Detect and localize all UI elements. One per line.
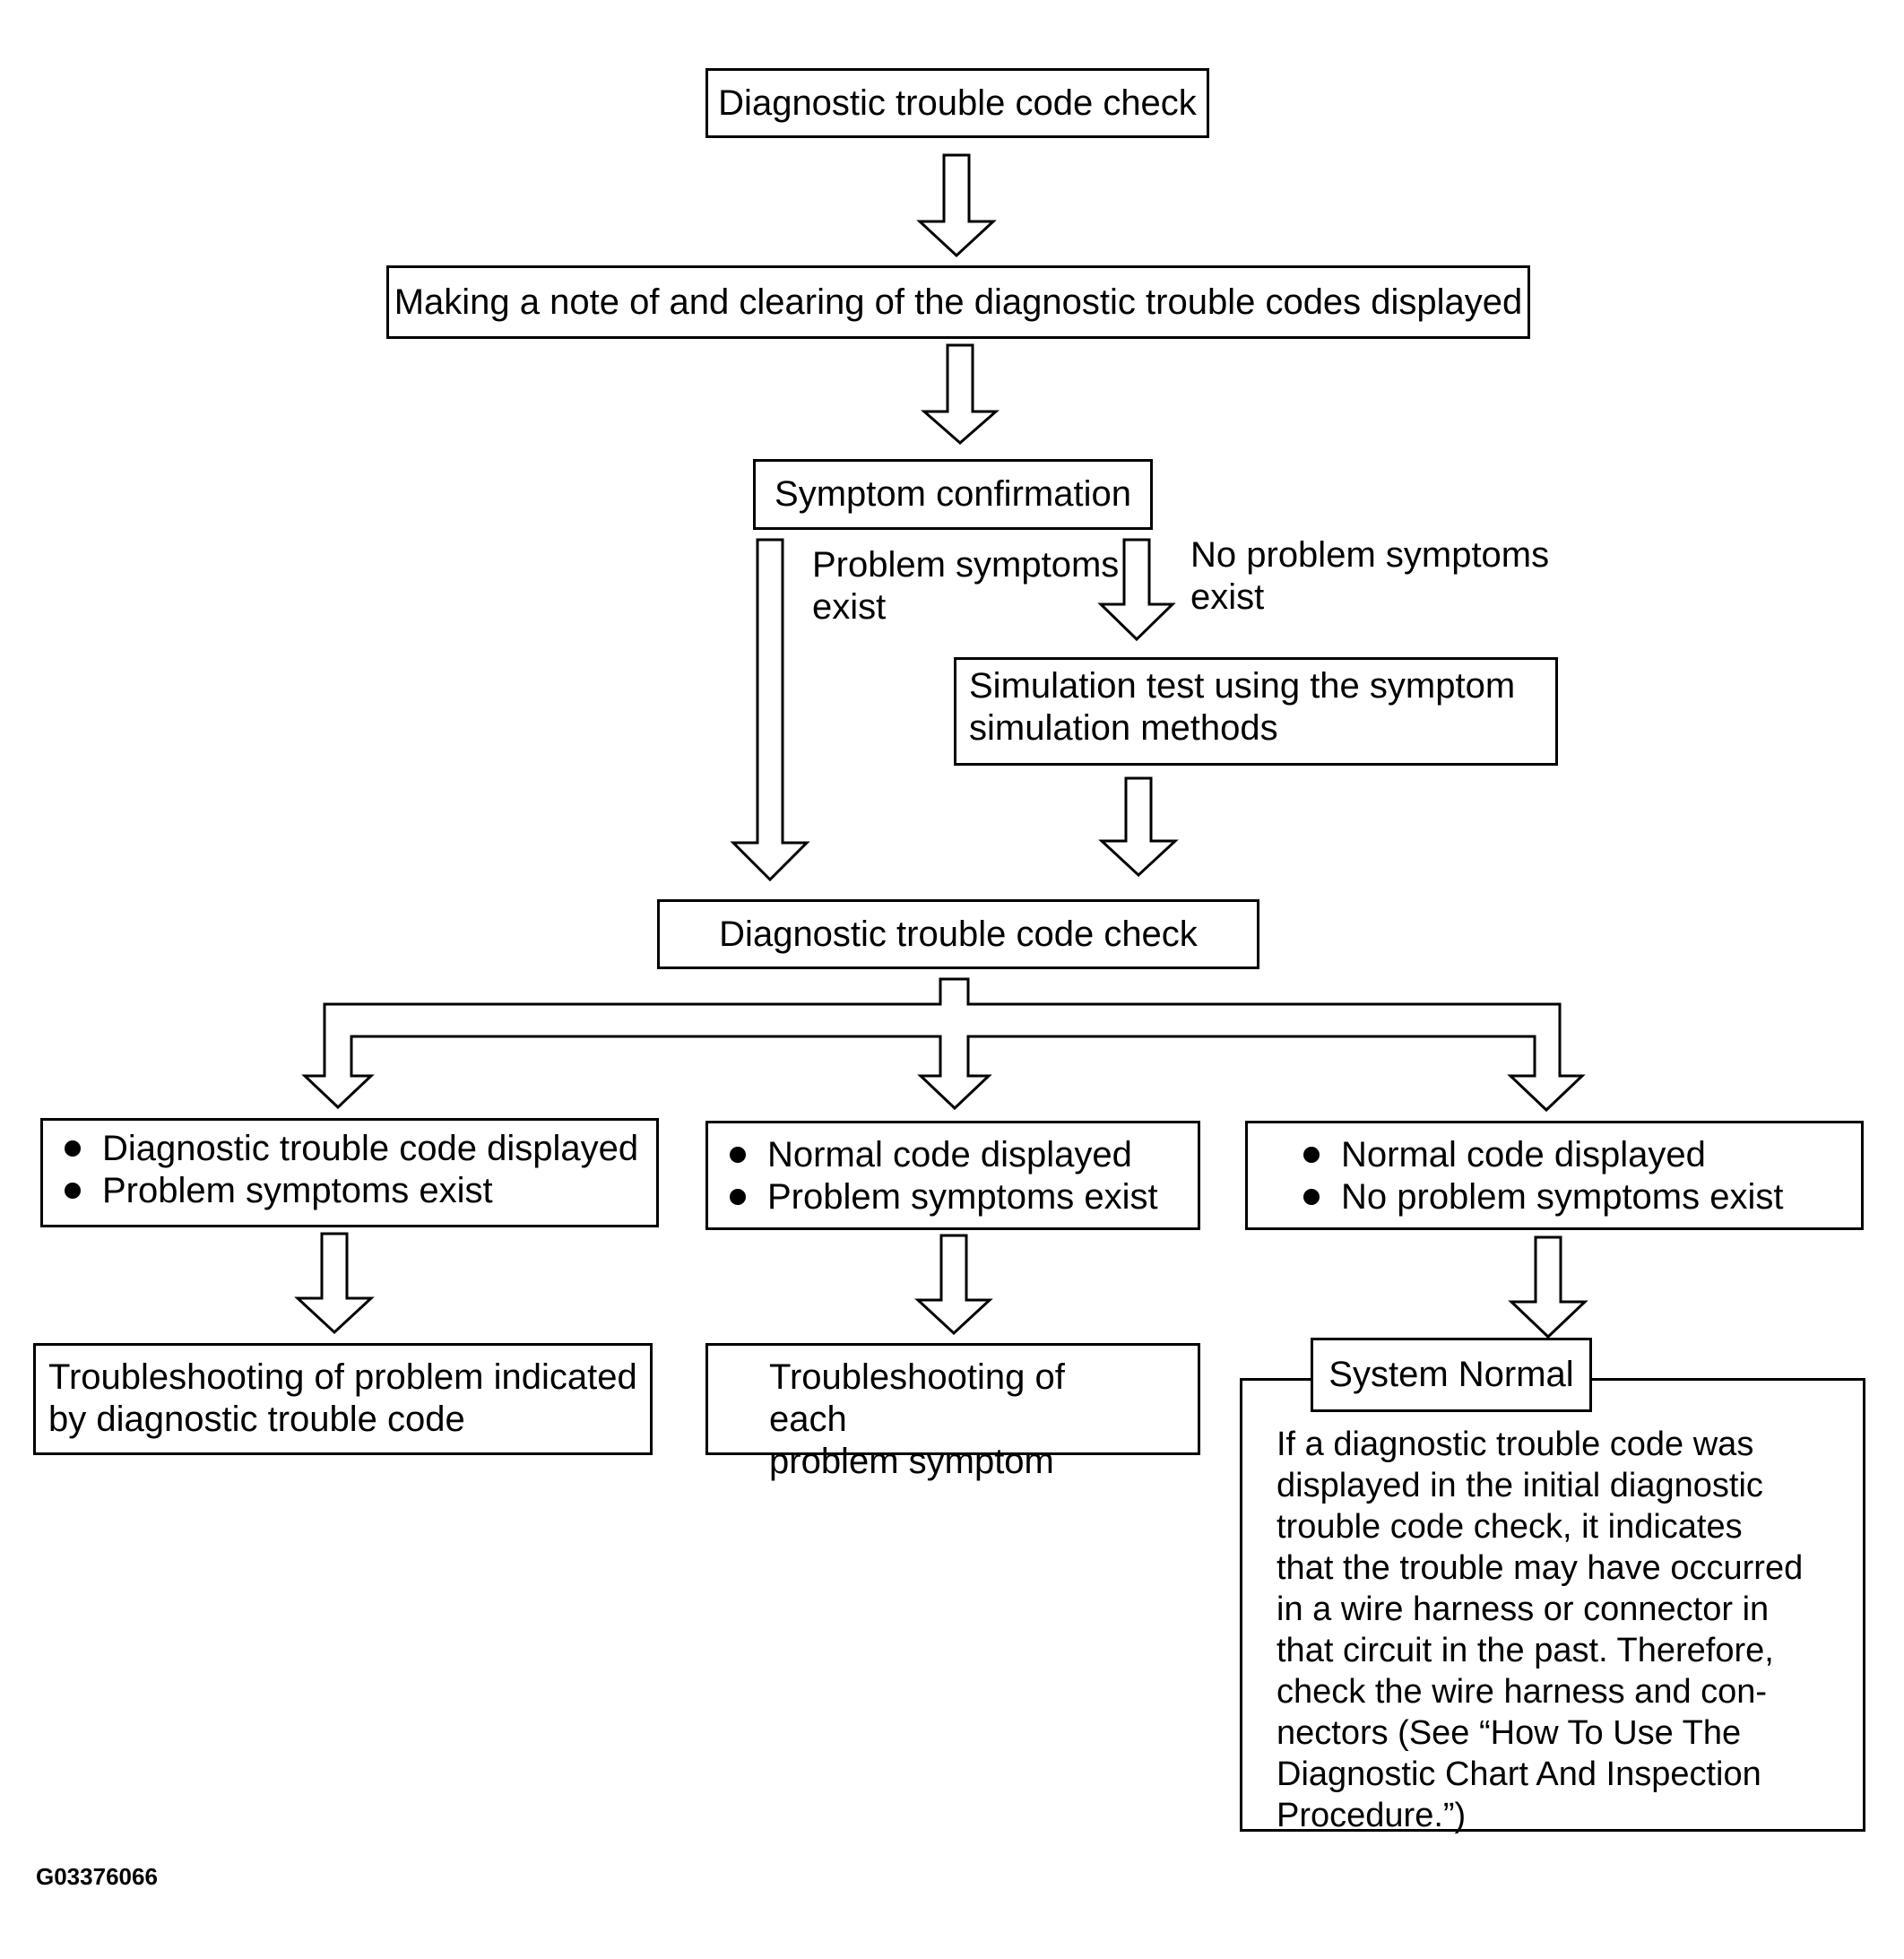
condition-middle-box: Normal code displayed Problem symptoms e… (705, 1121, 1200, 1230)
simulation-test-box: Simulation test using the symptom simula… (954, 657, 1558, 766)
symptom-confirmation-box: Symptom confirmation (753, 459, 1153, 530)
dtc-check-mid-box: Diagnostic trouble code check (657, 899, 1259, 969)
dtc-check-top-box: Diagnostic trouble code check (705, 68, 1209, 138)
arrow-to-dtc-mid (1098, 776, 1179, 878)
arrow-branch-split (301, 977, 1586, 1113)
no-problem-label: No problem symptoms exist (1190, 535, 1550, 617)
arrow-left-result (294, 1232, 375, 1335)
condition-middle-item-1: Normal code displayed (721, 1134, 1185, 1176)
simulation-test-line2: simulation methods (969, 708, 1278, 748)
result-middle-line1: Troubleshooting of each (769, 1357, 1065, 1439)
problem-exist-label: Problem symptoms exist (812, 545, 1120, 627)
result-middle-line2: problem symptom (769, 1442, 1054, 1481)
result-left-line2: by diagnostic trouble code (48, 1400, 465, 1439)
arrow-to-symptom (921, 343, 1000, 445)
arrow-to-note (916, 153, 997, 258)
condition-left-box: Diagnostic trouble code displayed Proble… (40, 1118, 659, 1227)
result-middle-box: Troubleshooting of each problem symptom (705, 1343, 1200, 1481)
result-left-line1: Troubleshooting of problem indicated (48, 1357, 637, 1397)
arrow-middle-result (914, 1234, 993, 1336)
dtc-check-top-label: Diagnostic trouble code check (718, 82, 1197, 123)
system-normal-frame (1240, 1378, 1865, 1832)
symptom-confirmation-label: Symptom confirmation (775, 474, 1131, 514)
system-normal-text: If a diagnostic trouble code was display… (1277, 1426, 1804, 1834)
note-clear-box: Making a note of and clearing of the dia… (386, 265, 1530, 339)
system-normal-title: System Normal (1328, 1355, 1574, 1394)
arrow-right-result (1508, 1235, 1588, 1339)
dtc-check-mid-label: Diagnostic trouble code check (719, 914, 1198, 954)
arrow-problem-exist (730, 538, 810, 882)
arrow-no-problem (1097, 538, 1176, 642)
condition-right-box: Normal code displayed No problem symptom… (1245, 1121, 1864, 1230)
result-left-box: Troubleshooting of problem indicated by … (33, 1343, 653, 1455)
figure-code: G03376066 (36, 1863, 158, 1890)
condition-left-item-2: Problem symptoms exist (56, 1170, 644, 1212)
simulation-test-line1: Simulation test using the symptom (969, 666, 1516, 706)
condition-middle-item-2: Problem symptoms exist (721, 1176, 1185, 1218)
condition-right-item-1: Normal code displayed (1294, 1134, 1814, 1176)
condition-left-item-1: Diagnostic trouble code displayed (56, 1128, 644, 1170)
note-clear-label: Making a note of and clearing of the dia… (394, 282, 1523, 322)
condition-right-item-2: No problem symptoms exist (1294, 1176, 1814, 1218)
system-normal-title-box: System Normal (1311, 1338, 1592, 1412)
